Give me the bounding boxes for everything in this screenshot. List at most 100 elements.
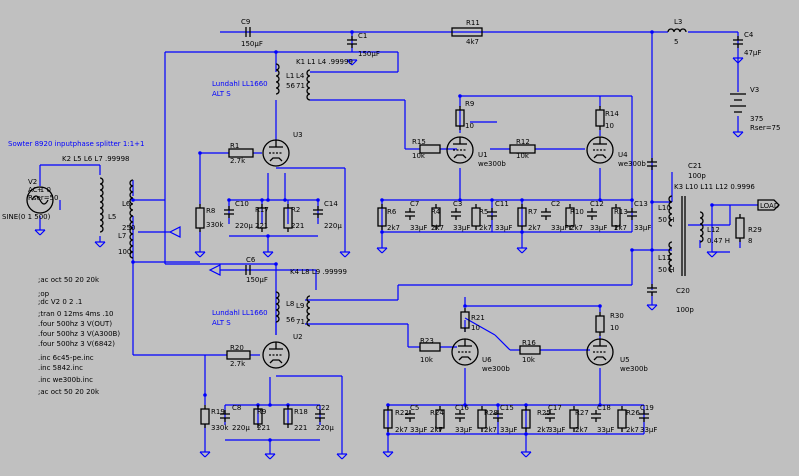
ground-symbol xyxy=(376,247,388,254)
label-c20-value: 100p xyxy=(676,306,694,314)
ground-symbol xyxy=(34,229,46,236)
label-r8-ref: R8 xyxy=(206,207,215,215)
label-c7-value: 33µF xyxy=(410,224,427,232)
ground-symbol xyxy=(339,251,351,258)
capacitor-C17 xyxy=(545,410,555,422)
label-c14-ref: C14 xyxy=(324,200,338,208)
resistor-R7 xyxy=(517,204,527,230)
capacitor-C10 xyxy=(224,206,234,218)
ground-symbol xyxy=(262,251,274,258)
resistor-R16 xyxy=(519,345,541,355)
capacitor-C6 xyxy=(245,265,251,275)
label-r12-ref: R12 xyxy=(516,138,530,146)
label-r18-value: 221 xyxy=(294,424,307,432)
power-flag xyxy=(208,264,221,276)
label-c6-value: 150µF xyxy=(246,276,268,284)
capacitor-C2 xyxy=(541,208,551,220)
label-r9-value: 10 xyxy=(465,122,474,130)
directive: ;ac oct 50 20 20k xyxy=(38,388,100,396)
tube-U3 xyxy=(262,139,290,167)
label-c16-value: 33µF xyxy=(455,426,472,434)
label-r10-ref: R10 xyxy=(570,208,584,216)
label-r22-ref: R22 xyxy=(395,409,409,417)
label-c5-value: 33µF xyxy=(410,426,427,434)
label-c16-ref: C16 xyxy=(455,404,469,412)
directive: ;dc V2 0 2 .1 xyxy=(38,298,82,306)
label-r23-ref: R23 xyxy=(420,337,434,345)
label-c9-ref: C9 xyxy=(241,18,250,26)
label-c2-ref: C2 xyxy=(551,200,560,208)
label-r11-value: 4k7 xyxy=(466,38,479,46)
coupling-input: K2 L5 L6 L7 .99998 xyxy=(62,155,130,163)
label-c15-ref: C15 xyxy=(500,404,514,412)
load-flag xyxy=(757,199,780,211)
label-l7-value: 100 xyxy=(118,248,131,256)
label-u5-ref: U5 xyxy=(620,356,630,364)
capacitor-C19 xyxy=(639,410,649,422)
capacitor-C21 xyxy=(647,158,657,170)
label-r15-value: 10k xyxy=(412,152,426,160)
resistor-R12 xyxy=(509,144,536,154)
directive: .four 500hz 3 V(A300B) xyxy=(38,330,120,338)
resistor-R30 xyxy=(595,312,605,336)
label-r29-ref: R29 xyxy=(748,226,762,234)
label-l8-value: 56 xyxy=(286,316,295,324)
label-r9-ref: R9 xyxy=(465,100,474,108)
inductor-L12 xyxy=(699,211,704,243)
label-r24-ref: R24 xyxy=(430,409,444,417)
label-v2-ref: V2 xyxy=(28,178,37,186)
label-r21-ref: R21 xyxy=(471,314,485,322)
directive: .four 500hz 3 V(6842) xyxy=(38,340,115,348)
ground-symbol xyxy=(336,453,348,460)
label-r14-ref: R14 xyxy=(605,110,619,118)
inductor-L1 xyxy=(275,63,280,95)
resistor-R11 xyxy=(451,27,483,37)
resistor-R22 xyxy=(383,406,393,432)
label-u4-ref: U4 xyxy=(618,151,628,159)
labels: C9150µFR114k7C1150µFL35C447µFV3375Rser=7… xyxy=(2,18,780,434)
capacitor-C8 xyxy=(220,410,230,422)
components: + xyxy=(26,27,780,460)
inductor-L7 xyxy=(129,215,134,259)
label-u1-value: we300b xyxy=(478,160,506,168)
label-c6-ref: C6 xyxy=(246,256,256,264)
label-r20-value: 2.7k xyxy=(230,360,246,368)
coupling-output: K3 L10 L11 L12 0.9996 xyxy=(674,183,755,191)
label-c20-ref: C20 xyxy=(676,287,690,295)
label-c14-value: 220µ xyxy=(324,222,342,230)
label-c2-value: 33µF xyxy=(551,224,568,232)
ground-symbol xyxy=(516,247,528,254)
label-l4-ref: L4 xyxy=(296,72,305,80)
label-c1-value: 150µF xyxy=(358,50,380,58)
label-r5-value: 2k7 xyxy=(479,224,492,232)
label-r11-ref: R11 xyxy=(466,19,480,27)
label-u3-ref: U3 xyxy=(293,131,303,139)
capacitor-C3 xyxy=(451,208,461,220)
label-c22-value: 220µ xyxy=(316,424,334,432)
spice-directives: ;ac oct 50 20 20k ;op ;dc V2 0 2 .1 ;tra… xyxy=(38,276,120,396)
label-c9-value: 150µF xyxy=(241,40,263,48)
label-l12-ref: L12 xyxy=(707,226,720,234)
resistor-R28 xyxy=(477,406,487,432)
label-r10-value: 2k7 xyxy=(570,224,583,232)
resistor-R4 xyxy=(431,204,441,230)
label-v2-value: AC 1 0 xyxy=(28,186,51,194)
label-c22-ref: C22 xyxy=(316,404,330,412)
label-c21-ref: C21 xyxy=(688,162,702,170)
label-r7-value: 2k7 xyxy=(528,224,541,232)
label-r4-value: 2k7 xyxy=(431,224,444,232)
label-c3-ref: C3 xyxy=(453,200,462,208)
label-r6-ref: R6 xyxy=(387,208,397,216)
label-v3-ref: V3 xyxy=(750,86,759,94)
capacitor-C20 xyxy=(647,284,657,296)
tube-U2 xyxy=(262,341,290,369)
voltage-source-V2: + xyxy=(26,186,54,214)
label-c17-value: 33µF xyxy=(548,426,565,434)
label-l7-ref: L7 xyxy=(118,232,126,240)
label-c15-value: 33µF xyxy=(500,426,517,434)
voltage-source-V3 xyxy=(730,93,746,113)
capacitor-C11 xyxy=(487,208,497,220)
label-r17-ref: R17 xyxy=(255,206,269,214)
label-c10-value: 220µ xyxy=(235,222,253,230)
label-r24-value: 2k7 xyxy=(430,426,443,434)
